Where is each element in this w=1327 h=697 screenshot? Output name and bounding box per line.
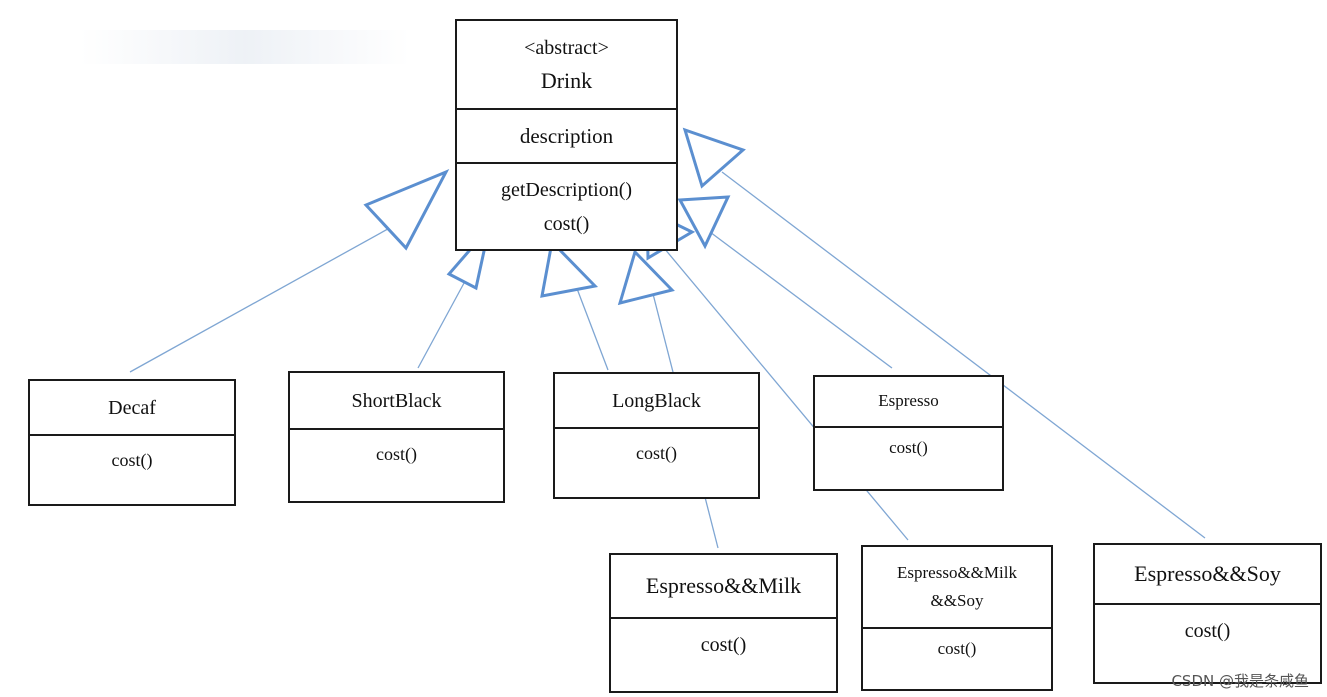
class-decaf-header: Decaf [30,381,234,434]
class-drink-header: <abstract> Drink [457,21,676,109]
class-drink-attributes: description [457,108,676,164]
arrow-longblack-head [540,238,599,298]
method-get-description: getDescription() [500,178,633,201]
method-cost: cost() [937,639,977,658]
class-name-line-1: Espresso&&Milk [897,562,1017,582]
class-drink-methods: getDescription() cost() [457,162,676,249]
class-espresso-soy-methods: cost() [1095,603,1320,682]
method-cost: cost() [543,212,590,235]
class-espresso-milk: Espresso&&Milk cost() [609,553,838,693]
class-name: Espresso&&Milk [645,572,802,598]
class-shortblack-header: ShortBlack [290,373,503,428]
class-name: Decaf [108,396,156,419]
class-espresso: Espresso cost() [813,375,1004,491]
class-espresso-milk-header: Espresso&&Milk [611,555,836,617]
class-espresso-milk-soy-methods: cost() [863,627,1051,689]
attribute-description: description [519,124,614,149]
class-name: ShortBlack [351,389,442,412]
arrow-espresso-head [677,195,731,250]
class-espresso-methods: cost() [815,426,1002,489]
class-shortblack: ShortBlack cost() [288,371,505,503]
class-name: Espresso [878,391,939,411]
method-cost: cost() [889,438,928,457]
class-espresso-milk-methods: cost() [611,617,836,691]
class-longblack: LongBlack cost() [553,372,760,499]
method-cost: cost() [376,444,417,464]
class-espresso-milk-soy-header: Espresso&&Milk &&Soy [863,547,1051,627]
arrow-espresso-soy-line [721,171,1206,539]
stereotype-label: <abstract> [524,36,609,59]
arrow-longblack-line [575,285,609,371]
class-drink: <abstract> Drink description getDescript… [455,19,678,251]
class-espresso-soy: Espresso&&Soy cost() [1093,543,1322,684]
method-cost: cost() [700,634,747,656]
class-shortblack-methods: cost() [290,428,503,501]
class-name-line-2: &&Soy [930,591,984,610]
arrow-espresso-soy-head [682,127,746,189]
class-name: Drink [540,67,593,93]
method-cost: cost() [111,450,153,470]
background-smudge [80,30,410,64]
arrow-espresso-line [709,231,893,369]
class-decaf: Decaf cost() [28,379,236,506]
watermark: CSDN @我是条咸鱼 [1171,672,1309,690]
class-longblack-methods: cost() [555,427,758,497]
arrow-shortblack-line [417,271,471,369]
method-cost: cost() [636,443,677,463]
class-espresso-soy-header: Espresso&&Soy [1095,545,1320,603]
arrow-espresso-milk-head [617,249,675,306]
arrow-espresso-milk-soy-line [663,247,909,541]
class-name: Espresso&&Soy [1134,560,1281,586]
arrow-decaf-head [363,169,450,251]
class-name: LongBlack [612,389,701,412]
class-longblack-header: LongBlack [555,374,758,427]
arrow-decaf-line [129,224,396,373]
class-decaf-methods: cost() [30,434,234,504]
class-espresso-header: Espresso [815,377,1002,426]
method-cost: cost() [1184,620,1231,642]
class-espresso-milk-soy: Espresso&&Milk &&Soy cost() [861,545,1053,691]
